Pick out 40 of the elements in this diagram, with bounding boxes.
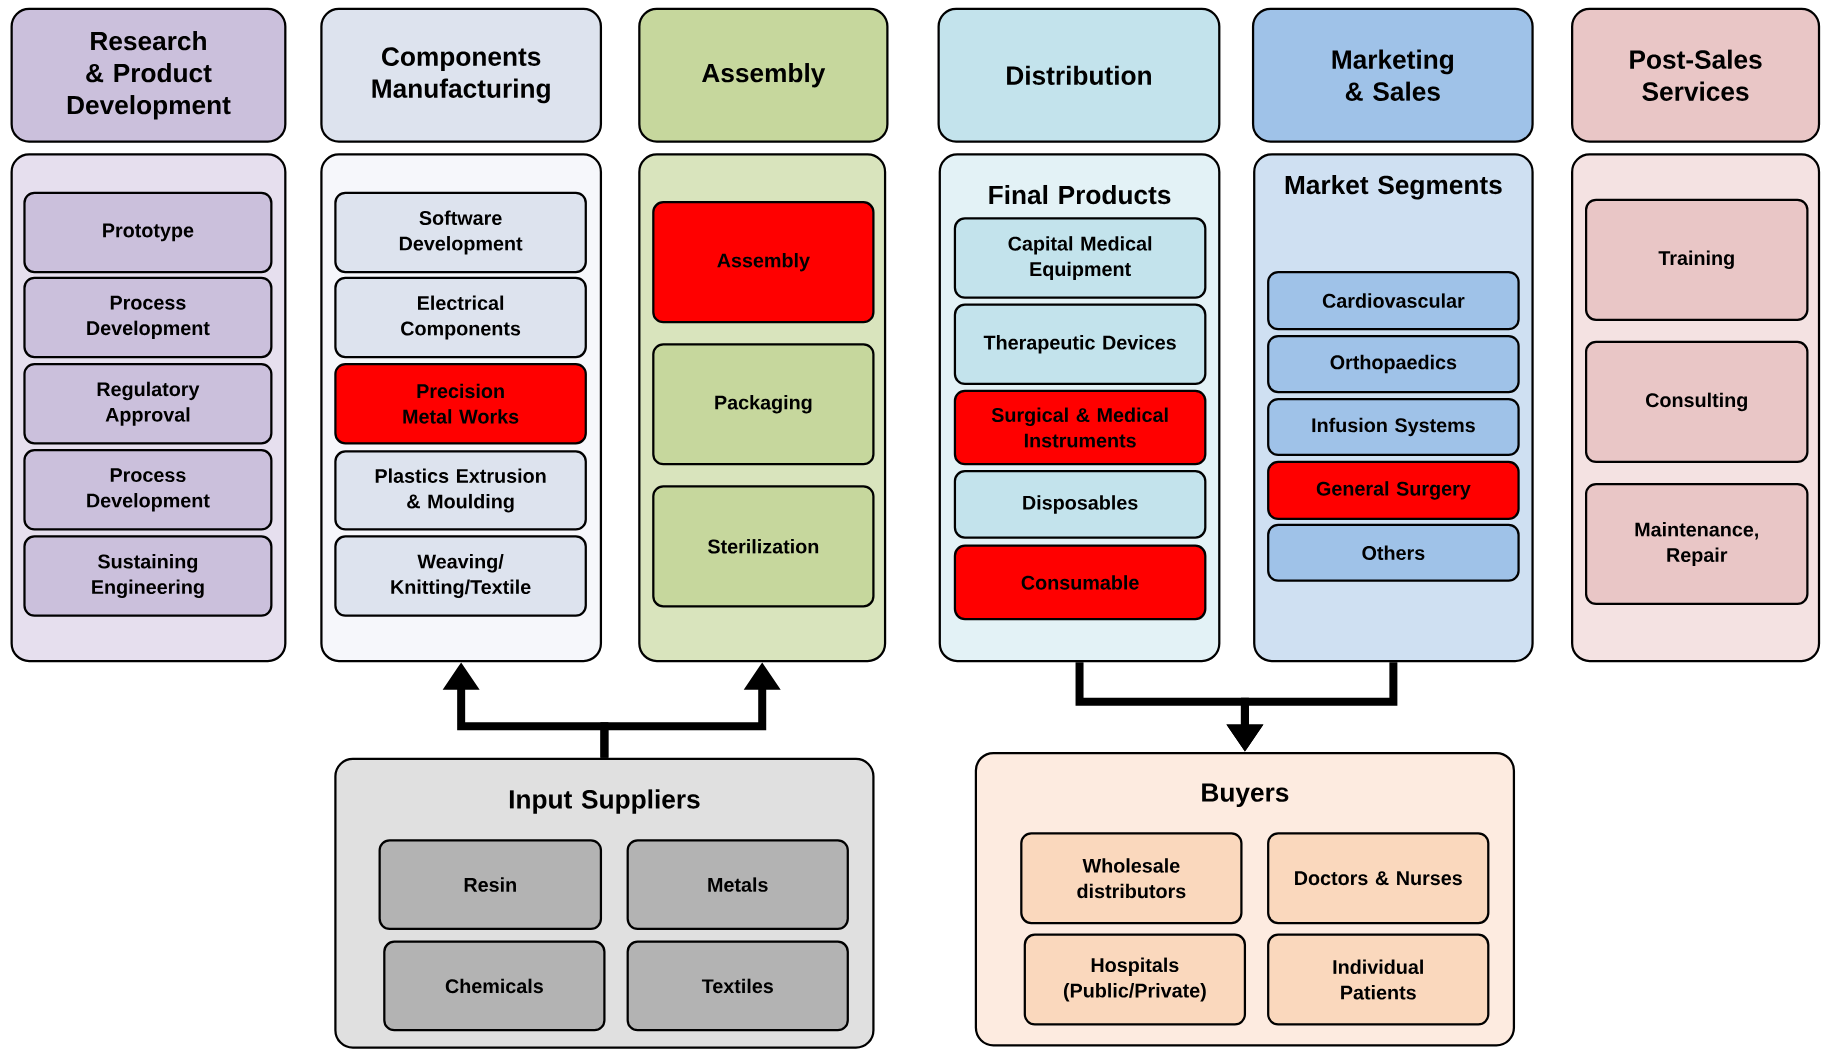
item-box: Process Development — [23, 276, 273, 359]
item-box: Training — [1584, 198, 1809, 321]
item-box: Sterilization — [652, 485, 875, 608]
item-box: Assembly — [652, 201, 875, 324]
item-box: Process Development — [23, 449, 273, 531]
item-box: Surgical & Medical Instruments — [953, 389, 1207, 466]
item-box: General Surgery — [1267, 460, 1520, 521]
item-box: Software Development — [334, 191, 587, 274]
stage-header-box: Research & Product Development — [10, 7, 287, 143]
item-box: Plastics Extrusion & Moulding — [334, 450, 587, 531]
item-box: Maintenance, Repair — [1584, 482, 1809, 606]
item-box: Sustaining Engineering — [23, 535, 273, 617]
stage-header-box: Assembly — [638, 7, 889, 143]
item-box: Capital Medical Equipment — [953, 217, 1207, 299]
item-box: Cardiovascular — [1267, 270, 1520, 331]
item-box: Metals — [626, 839, 849, 930]
item-box: Others — [1267, 523, 1520, 582]
item-box: Disposables — [953, 470, 1207, 539]
item-box: Textiles — [626, 940, 849, 1032]
item-box: Consulting — [1584, 340, 1809, 463]
item-box: Orthopaedics — [1267, 334, 1520, 394]
item-box: Individual Patients — [1267, 933, 1490, 1026]
item-box: Therapeutic Devices — [953, 303, 1207, 385]
item-box: Chemicals — [383, 940, 606, 1032]
item-box: Prototype — [23, 191, 273, 274]
item-box: Wholesale distributors — [1020, 832, 1243, 925]
stage-header-box: Marketing & Sales — [1251, 7, 1534, 143]
item-box: Doctors & Nurses — [1267, 832, 1490, 925]
item-box: Precision Metal Works — [334, 362, 587, 445]
item-box: Hospitals (Public/Private) — [1023, 933, 1247, 1026]
stage-header-box: Post-Sales Services — [1571, 7, 1821, 143]
item-box: Resin — [378, 839, 603, 930]
item-box: Consumable — [953, 544, 1207, 621]
item-box: Electrical Components — [334, 276, 587, 359]
stage-header-box: Components Manufacturing — [320, 7, 603, 143]
stage-header-box: Distribution — [937, 7, 1221, 143]
item-box: Infusion Systems — [1267, 397, 1520, 457]
item-box: Regulatory Approval — [23, 362, 273, 445]
item-box: Weaving/ Knitting/Textile — [334, 535, 587, 617]
item-box: Packaging — [652, 343, 875, 466]
